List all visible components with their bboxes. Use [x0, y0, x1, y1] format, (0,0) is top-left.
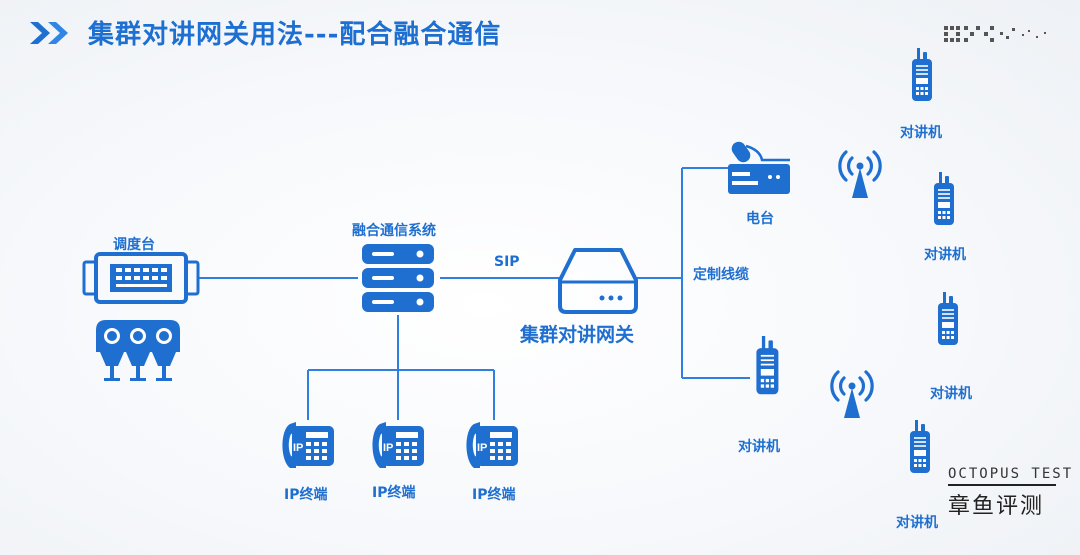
dispatch-console-icon — [82, 252, 200, 304]
gateway-icon — [558, 248, 638, 314]
ip-terminal-label: IP终端 — [284, 487, 328, 503]
header: 集群对讲网关用法---配合融合通信 — [28, 14, 501, 51]
ip-terminal-label: IP终端 — [472, 487, 516, 503]
dispatch-console-label: 调度台 — [113, 237, 155, 253]
double-chevron-icon — [28, 20, 74, 46]
page-title: 集群对讲网关用法---配合融合通信 — [88, 20, 502, 50]
walkie-talkie-label: 对讲机 — [930, 386, 972, 402]
ip-phone-icon — [282, 422, 334, 468]
walkie-talkie-label: 对讲机 — [900, 125, 942, 141]
walkie-talkie-icon — [937, 291, 959, 346]
watermark-divider — [948, 484, 1056, 486]
watermark: OCTOPUS TEST 章鱼评测 — [948, 466, 1073, 520]
operators-icon — [96, 320, 180, 381]
walkie-talkie-icon — [755, 335, 780, 396]
watermark-cn: 章鱼评测 — [948, 494, 1045, 519]
custom-cable-label: 定制线缆 — [693, 267, 749, 283]
pixel-logo-icon — [944, 26, 1054, 48]
ip-phone-icon — [466, 422, 518, 468]
walkie-talkie-label: 对讲机 — [738, 439, 780, 455]
ip-terminal-label: IP终端 — [372, 485, 416, 501]
walkie-talkie-icon — [909, 419, 931, 474]
antenna-tower-icon — [830, 370, 874, 420]
antenna-tower-icon — [838, 150, 882, 200]
walkie-talkie-label: 对讲机 — [896, 515, 938, 531]
sip-link-label: SIP — [494, 254, 520, 270]
gateway-label: 集群对讲网关 — [520, 324, 635, 346]
radio-station-icon — [728, 141, 790, 194]
walkie-talkie-icon — [911, 47, 933, 102]
watermark-en: OCTOPUS TEST — [948, 466, 1074, 482]
radio-station-label: 电台 — [746, 211, 774, 227]
server-icon — [362, 244, 434, 312]
ip-phone-icon — [372, 422, 424, 468]
walkie-talkie-label: 对讲机 — [924, 247, 966, 263]
walkie-talkie-icon — [933, 171, 955, 226]
fusion-system-label: 融合通信系统 — [352, 223, 436, 239]
